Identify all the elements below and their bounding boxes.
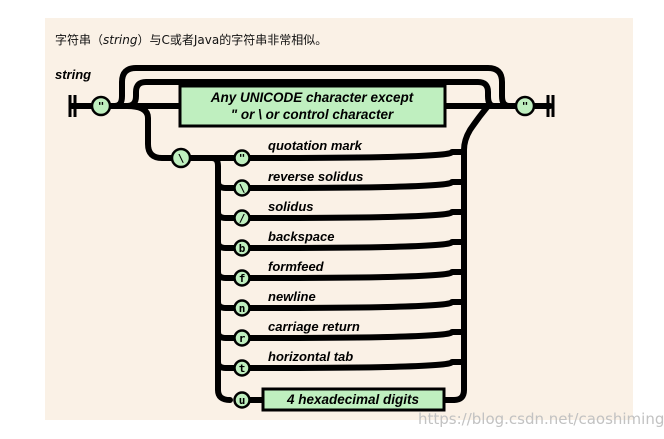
escape-symbol: u: [239, 394, 246, 407]
escape-symbol: b: [239, 242, 246, 255]
escape-row-backspace: b backspace: [233, 229, 335, 257]
intro-suffix: ）与C或者Java的字符串非常相似。: [137, 33, 328, 47]
escape-symbol: r: [239, 332, 246, 345]
escape-backslash-symbol: \: [178, 152, 185, 165]
escape-row-carriage-return: r carriage return: [233, 319, 360, 347]
intro-prefix: 字符串（: [55, 33, 104, 47]
hex-digits-box: 4 hexadecimal digits: [286, 392, 420, 407]
escape-symbol: /: [239, 212, 246, 225]
open-quote-symbol: ": [98, 100, 105, 113]
escape-label: backspace: [268, 229, 335, 244]
escape-label: horizontal tab: [268, 349, 353, 364]
rails: [69, 65, 553, 403]
escape-label: quotation mark: [268, 138, 363, 153]
close-quote-node: ": [514, 95, 536, 117]
escape-symbol: ": [239, 152, 246, 165]
escape-symbol: f: [239, 272, 246, 285]
char-box-line1: Any UNICODE character except: [210, 90, 414, 105]
unicode-char-box: Any UNICODE character except " or \ or c…: [178, 84, 447, 128]
escape-symbol: t: [239, 362, 246, 375]
watermark: https://blog.csdn.net/caoshimingYQS: [418, 410, 664, 428]
escape-symbol: n: [239, 302, 246, 315]
char-box-line2: " or \ or control character: [231, 107, 394, 122]
diagram-title: string: [55, 67, 91, 82]
escape-row-reverse-solidus: \ reverse solidus: [233, 169, 363, 197]
intro-term: string: [103, 33, 138, 47]
escape-label: reverse solidus: [268, 169, 363, 184]
escape-symbol: \: [239, 182, 246, 195]
escape-label: newline: [268, 289, 316, 304]
close-quote-symbol: ": [522, 100, 529, 113]
escape-label: solidus: [268, 199, 314, 214]
escape-row-solidus: / solidus: [233, 199, 314, 227]
escape-row-formfeed: f formfeed: [233, 259, 325, 287]
escape-row-unicode: u 4 hexadecimal digits: [233, 387, 446, 412]
escape-row-horizontal-tab: t horizontal tab: [233, 349, 353, 377]
escape-label: carriage return: [268, 319, 360, 334]
escape-row-newline: n newline: [233, 289, 316, 317]
open-quote-node: ": [90, 95, 112, 117]
intro-text: 字符串（string）与C或者Java的字符串非常相似。: [55, 31, 327, 48]
escape-label: formfeed: [268, 259, 325, 274]
escape-row-quotation-mark: " quotation mark: [233, 138, 363, 167]
escape-backslash-node: \: [170, 147, 192, 169]
